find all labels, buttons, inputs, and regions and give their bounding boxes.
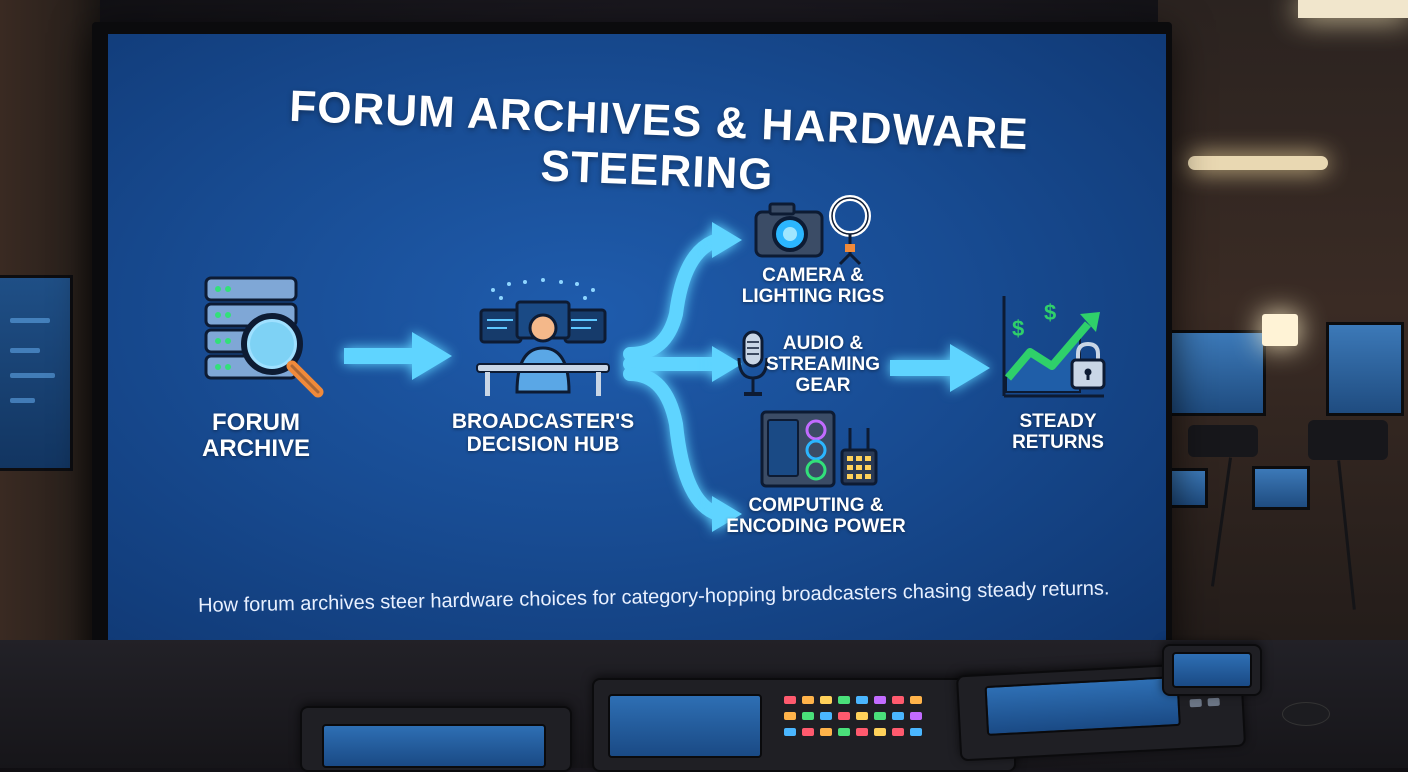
- ceiling-light: [1188, 156, 1328, 170]
- console-button[interactable]: [820, 696, 832, 704]
- pc-tower-encoder-icon: [760, 410, 880, 490]
- console-button[interactable]: [910, 728, 922, 736]
- steady-returns-label: STEADY RETURNS: [1012, 411, 1104, 453]
- console-button[interactable]: [856, 712, 868, 720]
- console-button[interactable]: [838, 712, 850, 720]
- person-at-monitors-icon: [473, 278, 613, 410]
- console-button[interactable]: [838, 728, 850, 736]
- console-button[interactable]: [856, 696, 868, 704]
- console-button[interactable]: [802, 712, 814, 720]
- console-button[interactable]: [856, 728, 868, 736]
- flow-arrow: [340, 326, 460, 386]
- console-button[interactable]: [910, 712, 922, 720]
- slide-title: FORUM ARCHIVES & HARDWARE STEERING: [288, 81, 1030, 200]
- console-button[interactable]: [910, 696, 922, 704]
- console-screen: [984, 675, 1181, 736]
- console-button[interactable]: [874, 712, 886, 720]
- decision-hub-label: BROADCASTER'S DECISION HUB: [451, 410, 635, 457]
- svg-text:$: $: [1044, 300, 1056, 325]
- console-button[interactable]: [838, 696, 850, 704]
- console-button[interactable]: [820, 728, 832, 736]
- slide-screen: FORUM ARCHIVES & HARDWARE STEERING FORUM: [108, 34, 1166, 654]
- camera-lighting-label: CAMERA & LIGHTING RIGS: [741, 265, 885, 307]
- growth-chart-lock-icon: $ $: [1000, 292, 1116, 402]
- studio-camera: [1188, 425, 1258, 457]
- control-tablet: [1162, 644, 1262, 696]
- console-button[interactable]: [892, 728, 904, 736]
- camera-ring-light-icon: [754, 194, 874, 266]
- console-screen: [1172, 652, 1252, 688]
- console-button[interactable]: [874, 696, 886, 704]
- studio-monitor: [1252, 466, 1310, 510]
- computer-mouse[interactable]: [1282, 702, 1330, 726]
- console-button[interactable]: [784, 696, 796, 704]
- microphone-icon: [736, 330, 770, 400]
- audio-streaming-label: AUDIO & STREAMING GEAR: [766, 333, 880, 396]
- console-button[interactable]: [892, 712, 904, 720]
- computing-encoding-label: COMPUTING & ENCODING POWER: [726, 495, 906, 537]
- console-button[interactable]: [1189, 698, 1202, 708]
- console-screen: [608, 694, 762, 758]
- forum-archive-label: FORUM ARCHIVE: [201, 409, 310, 463]
- side-monitor: [0, 275, 73, 471]
- server-search-icon: [200, 274, 330, 404]
- studio-monitor: [1168, 330, 1266, 416]
- console-button[interactable]: [892, 696, 904, 704]
- console-button[interactable]: [874, 728, 886, 736]
- console-button[interactable]: [802, 728, 814, 736]
- studio-monitor: [1326, 322, 1404, 416]
- console-button[interactable]: [820, 712, 832, 720]
- studio-light: [1262, 314, 1298, 346]
- console-button[interactable]: [1207, 697, 1220, 707]
- flow-arrow: [886, 338, 996, 398]
- console-button[interactable]: [802, 696, 814, 704]
- tripod-leg: [1337, 460, 1356, 610]
- tripod-leg: [1210, 457, 1233, 587]
- control-console: [592, 678, 1016, 772]
- console-button[interactable]: [784, 728, 796, 736]
- ceiling-light: [1298, 0, 1408, 18]
- branch-arrows: [623, 214, 746, 534]
- svg-text:$: $: [1012, 316, 1024, 341]
- console-screen: [322, 724, 546, 768]
- control-console: [300, 706, 572, 772]
- console-button[interactable]: [784, 712, 796, 720]
- slide-caption: How forum archives steer hardware choice…: [197, 577, 1110, 617]
- studio-camera: [1308, 420, 1388, 460]
